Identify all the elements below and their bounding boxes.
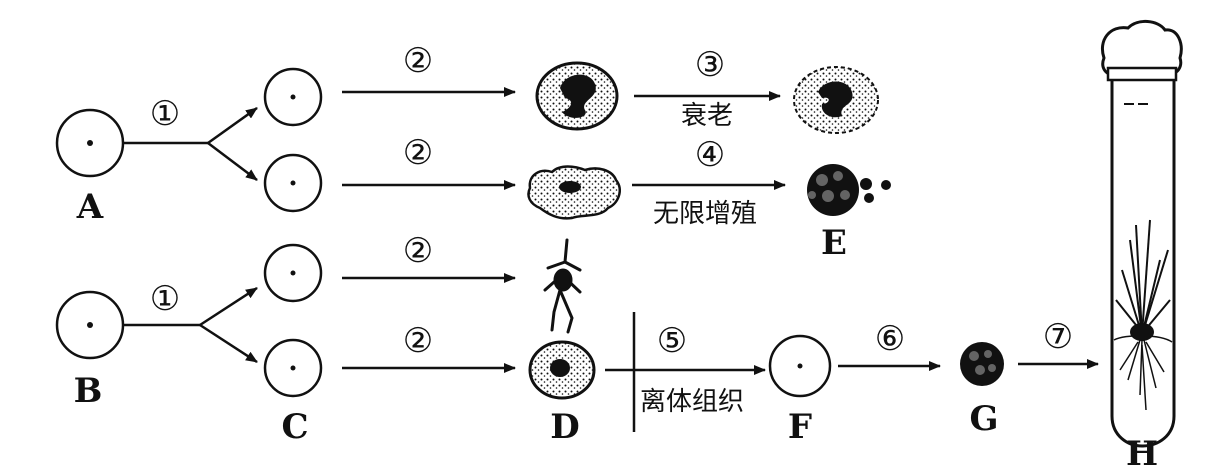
- label-h: H: [1126, 434, 1158, 474]
- cell-f: [768, 334, 832, 398]
- cell-c-lower-2: [263, 338, 323, 398]
- step-7: ⑦: [1043, 317, 1073, 357]
- step-4: ④: [695, 135, 725, 175]
- step-3: ③: [695, 45, 725, 85]
- step-2-row1: ②: [403, 41, 433, 81]
- callus-g: [960, 342, 1004, 386]
- label-b: B: [74, 371, 103, 411]
- step-2-row4: ②: [403, 321, 433, 361]
- step-5: ⑤: [657, 321, 687, 361]
- cell-c-lower-1: [263, 243, 323, 303]
- step-2-row3: ②: [403, 231, 433, 271]
- step-6: ⑥: [875, 319, 905, 359]
- note-isolated: 离体组织: [640, 387, 744, 417]
- branch-a: [123, 106, 258, 181]
- note-aging: 衰老: [681, 101, 733, 131]
- label-d: D: [550, 407, 579, 447]
- cancer-cell-cluster-e: [807, 164, 891, 216]
- step-1-top: ①: [150, 94, 180, 134]
- label-f: F: [788, 407, 812, 447]
- step-1-bottom: ①: [150, 279, 180, 319]
- cell-a: [55, 108, 125, 178]
- note-unlimited: 无限增殖: [653, 199, 757, 229]
- differentiated-cell-row2: [527, 165, 621, 220]
- aged-cell: [793, 66, 879, 134]
- cell-d: [528, 340, 596, 400]
- branch-b: [123, 286, 258, 364]
- label-a: A: [76, 187, 104, 227]
- step-2-row2: ②: [403, 133, 433, 173]
- label-g: G: [969, 399, 998, 439]
- cell-c-upper-1: [263, 67, 323, 127]
- test-tube-plantlet-h: [1101, 20, 1183, 448]
- differentiated-cell-row1: [535, 61, 619, 131]
- cell-b: [55, 290, 125, 360]
- branched-cell: [543, 238, 582, 334]
- cell-c-upper-2: [263, 153, 323, 213]
- label-e: E: [821, 223, 847, 263]
- label-c: C: [281, 407, 308, 447]
